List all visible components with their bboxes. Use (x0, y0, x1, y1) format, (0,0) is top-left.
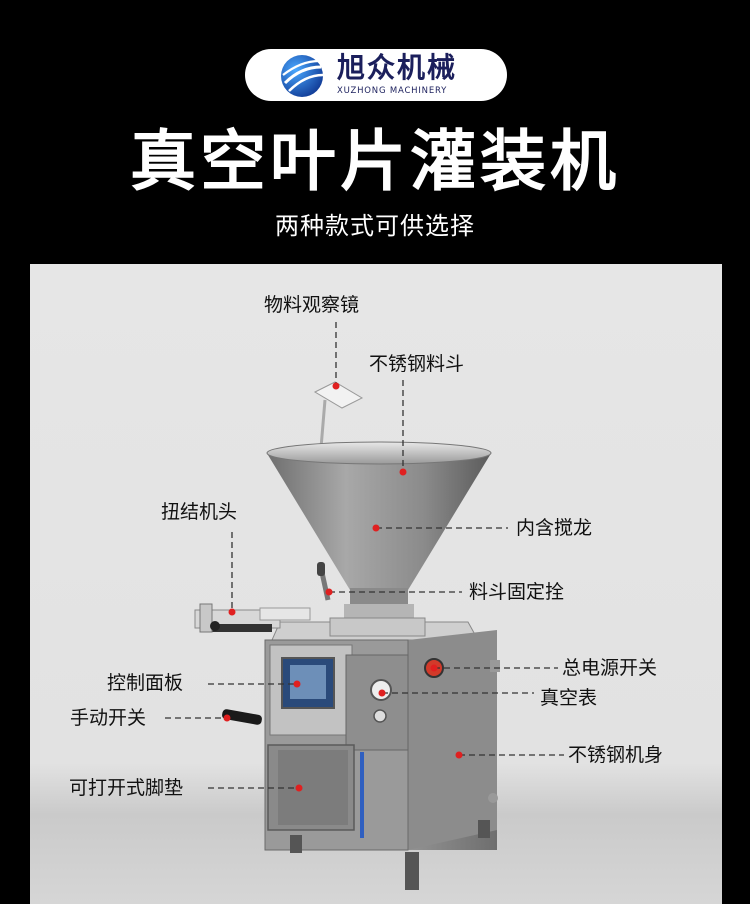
globe-logo-icon (281, 55, 324, 97)
page-title: 真空叶片灌装机 (130, 123, 620, 200)
callout-hopper-bolt: 料斗固定拴 (469, 581, 565, 603)
callout-power-switch: 总电源开关 (562, 657, 658, 679)
callout-control-panel: 控制面板 (107, 672, 184, 694)
callout-hopper: 不锈钢料斗 (369, 353, 465, 375)
callout-manual-switch: 手动开关 (70, 707, 147, 729)
callout-vacuum-gauge: 真空表 (540, 687, 598, 709)
viewing-mirror (313, 381, 364, 409)
callout-auger: 内含搅龙 (516, 517, 593, 539)
brand-name-en: XUZHONG MACHINERY (337, 86, 448, 96)
callout-twisting-head: 扭结机头 (161, 501, 238, 523)
brand-name-cn: 旭众机械 (337, 51, 458, 84)
callout-foot-pad: 可打开式脚垫 (69, 777, 184, 799)
callout-viewing-mirror: 物料观察镜 (264, 294, 360, 316)
callout-body: 不锈钢机身 (568, 744, 664, 766)
hopper-rim (266, 441, 492, 465)
hopper-cone (268, 455, 490, 590)
page-subtitle: 两种款式可供选择 (275, 212, 475, 240)
